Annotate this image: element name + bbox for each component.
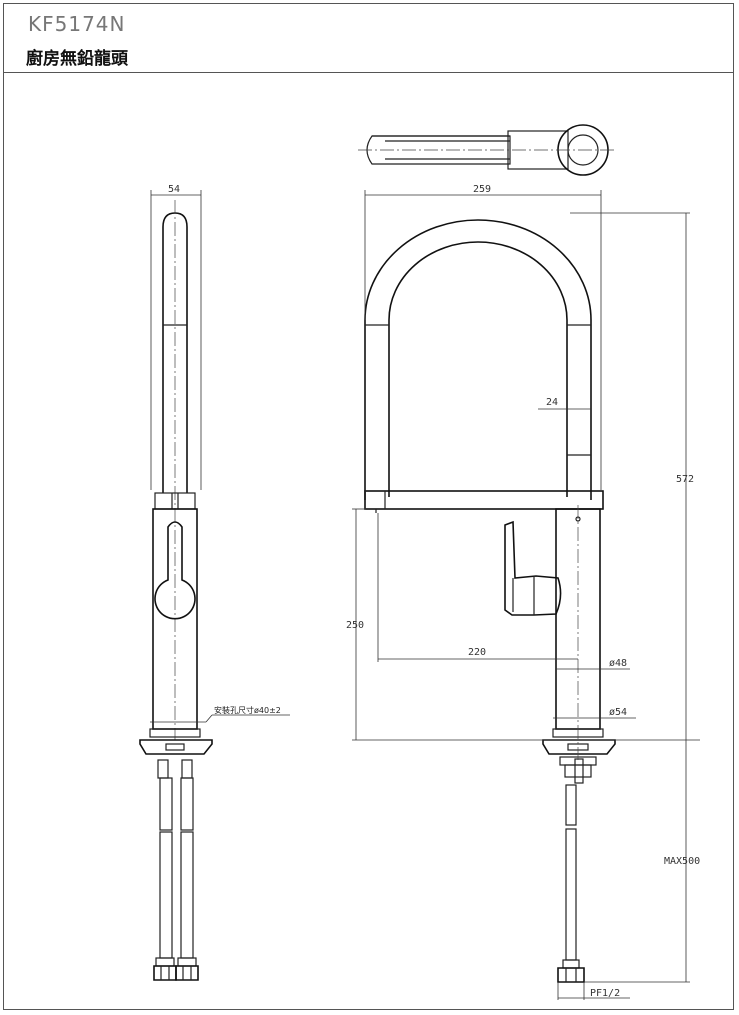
dim-height-total: 572 bbox=[676, 474, 694, 485]
dim-side-width: 54 bbox=[168, 184, 180, 195]
model-code: KF5174N bbox=[28, 12, 126, 36]
dim-front-width: 259 bbox=[473, 184, 491, 195]
mount-hole-note: 安裝孔尺寸ø40±2 bbox=[214, 705, 281, 715]
side-dimensions: 54 安裝孔尺寸ø40±2 bbox=[150, 184, 290, 723]
dim-body-dia: ø48 bbox=[609, 658, 627, 669]
dim-spout-height: 250 bbox=[346, 620, 364, 631]
dim-thread: PF1/2 bbox=[590, 988, 620, 999]
front-view bbox=[364, 219, 616, 983]
front-dimensions: 259 572 24 250 220 ø48 ø54 MAX500 PF1/2 bbox=[346, 184, 700, 1000]
side-view bbox=[139, 200, 213, 981]
header-separator bbox=[3, 72, 734, 73]
product-name: 廚房無鉛龍頭 bbox=[26, 49, 128, 69]
top-view bbox=[358, 124, 616, 176]
dim-hose-length: MAX500 bbox=[664, 856, 700, 867]
drawing-frame bbox=[3, 3, 734, 1010]
dim-spout-tube: 24 bbox=[546, 397, 558, 408]
dim-reach: 220 bbox=[468, 647, 486, 658]
dim-base-dia: ø54 bbox=[609, 707, 627, 718]
